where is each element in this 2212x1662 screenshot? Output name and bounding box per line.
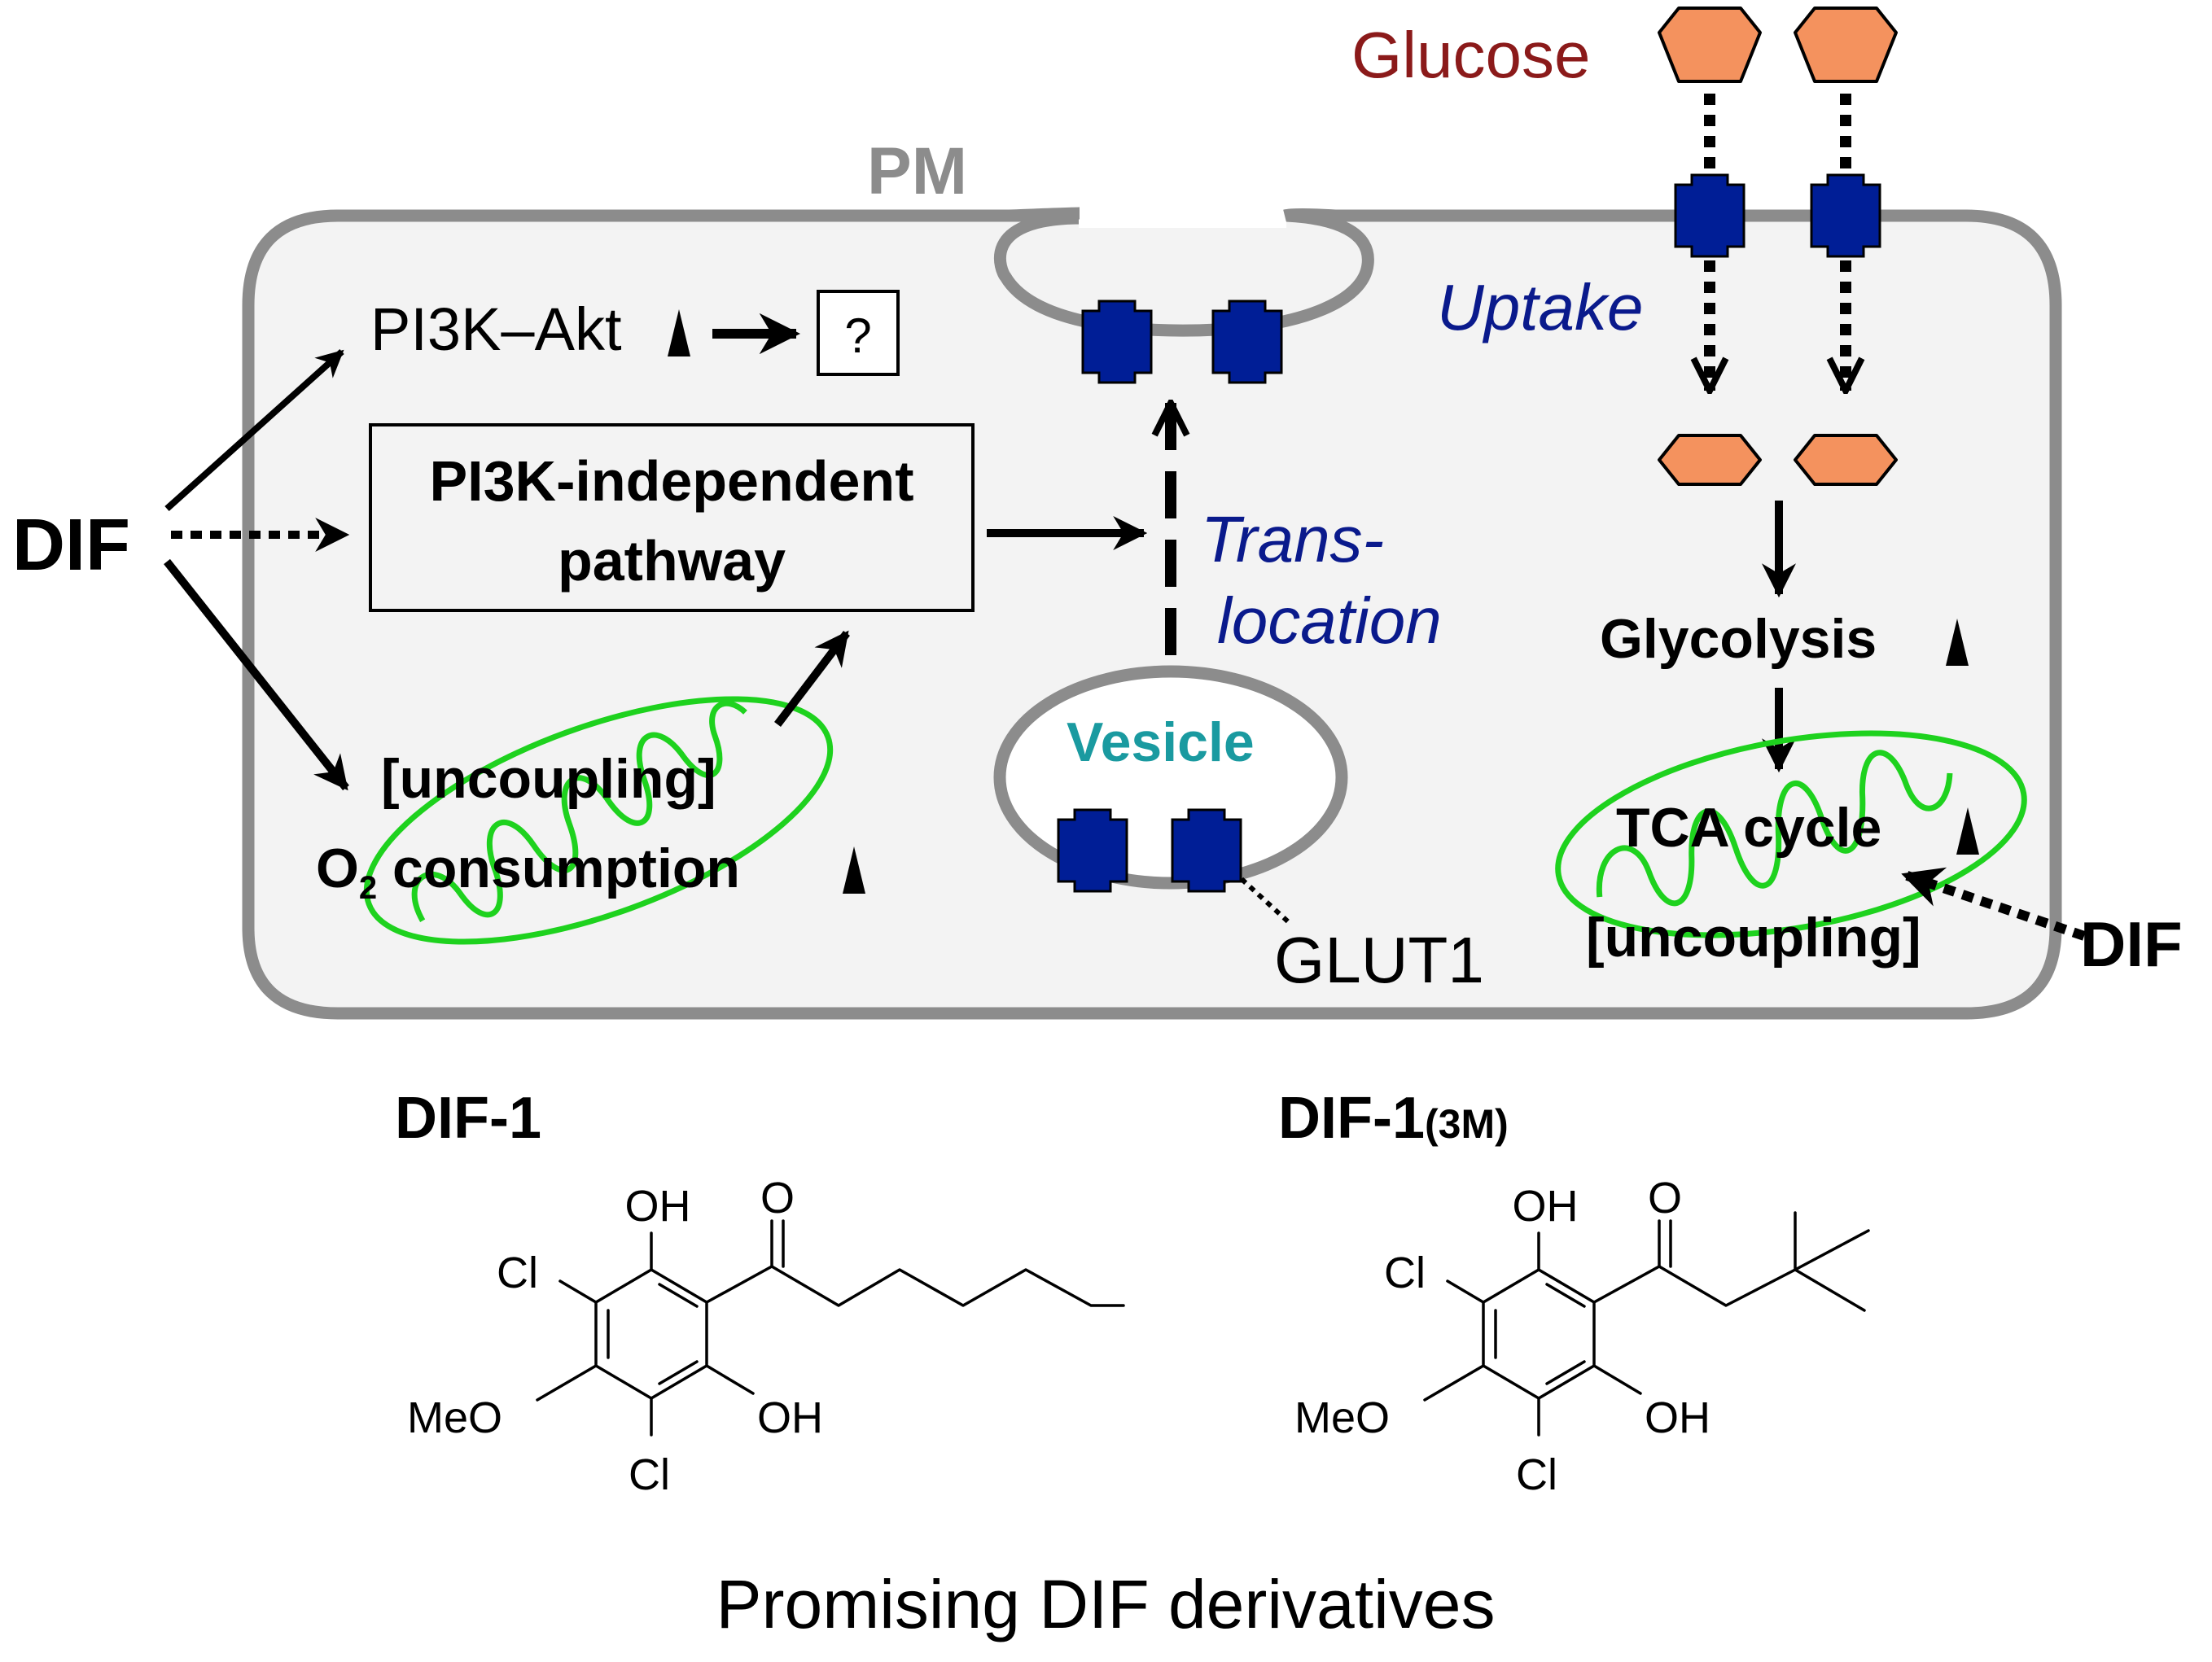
mitochondrion-right-icon	[1555, 730, 2027, 938]
glucose-hexagon-icon	[1794, 434, 1898, 486]
glut1-transporter-icon	[1674, 173, 1746, 258]
dif13m-oh-bottom: OH	[1645, 1393, 1710, 1442]
dif13m-meo: MeO	[1294, 1393, 1390, 1442]
membrane-invagination	[993, 209, 1374, 337]
dif-right-label: DIF	[2080, 908, 2183, 980]
glucose-hexagon-icon	[1658, 7, 1762, 83]
translocation-label-line2: location	[1217, 584, 1442, 657]
uncoupling-right-label: [uncoupling]	[1586, 907, 1921, 969]
uncoupling-left-label: [uncoupling]	[381, 748, 716, 810]
glycolysis-increase-up-triangle-icon	[1946, 619, 1969, 666]
dif-to-pi3k-akt-arrow	[164, 349, 344, 511]
pm-label: PM	[867, 134, 967, 208]
dif13m-compound-name: DIF-1(3M)	[1278, 1086, 1509, 1151]
dif1-oxygen: O	[760, 1174, 795, 1222]
glucose-hexagon-icon	[1658, 434, 1762, 486]
pi3k-akt-increase-up-triangle-icon	[668, 309, 690, 356]
vesicle-label: Vesicle	[1067, 711, 1255, 773]
dif1-meo: MeO	[407, 1393, 502, 1442]
mitochondrion-left-icon	[363, 696, 834, 945]
dif1-oh-bottom: OH	[757, 1393, 823, 1442]
pi3k-akt-label: PI3K–Akt	[370, 295, 622, 363]
dif1-compound-name: DIF-1	[395, 1086, 541, 1151]
glucose-hexagon-icon	[1794, 7, 1898, 83]
o2-increase-up-triangle-icon	[843, 846, 865, 894]
cell-membrane	[242, 209, 2062, 1020]
dif13m-oxygen: O	[1648, 1174, 1682, 1222]
translocation-label-line1: Trans-	[1201, 503, 1384, 575]
glut1-transporter-icon	[1211, 300, 1283, 384]
tca-increase-up-triangle-icon	[1956, 807, 1979, 855]
dif13m-cl-bottom: Cl	[1516, 1450, 1557, 1499]
dif1-structure: OH O Cl MeO OH Cl	[407, 1174, 1125, 1499]
unknown-box	[817, 290, 900, 376]
membrane-gap	[1079, 195, 1286, 228]
tca-cycle-label: TCA cycle	[1616, 797, 1881, 859]
vesicle	[993, 665, 1348, 890]
mitochondrion-to-independent-pathway-arrow	[774, 630, 850, 728]
dif-right-arrow	[1901, 867, 2086, 941]
glut1-transporter-icon	[1810, 173, 1881, 258]
o2-consumption-label: O2 consumption	[316, 838, 740, 906]
dif1-oh-top: OH	[625, 1182, 691, 1231]
dif13m-oh-top: OH	[1513, 1182, 1579, 1231]
glut1-transporter-icon	[1057, 808, 1128, 893]
pi3k-independent-label-line2: pathway	[558, 529, 786, 593]
glut1-transporter-icon	[1081, 300, 1153, 384]
compounds-caption: Promising DIF derivatives	[716, 1566, 1496, 1642]
dif13m-structure: OH O Cl MeO OH Cl	[1294, 1174, 1870, 1499]
glycolysis-label: Glycolysis	[1600, 608, 1877, 670]
glucose-label: Glucose	[1351, 19, 1590, 91]
glut1-label: GLUT1	[1274, 924, 1484, 996]
pi3k-independent-pathway-box	[369, 423, 975, 612]
dif1-cl-top: Cl	[497, 1249, 538, 1297]
pi3k-independent-label-line1: PI3K-independent	[429, 449, 913, 513]
dif1-cl-bottom: Cl	[629, 1450, 670, 1499]
glut1-transporter-icon	[1171, 808, 1242, 893]
dif13m-cl-top: Cl	[1384, 1249, 1426, 1297]
dif-left-label: DIF	[12, 505, 130, 586]
unknown-label: ?	[844, 308, 871, 363]
uptake-label: Uptake	[1437, 271, 1643, 343]
dif-to-mitochondrion-arrow	[164, 558, 349, 791]
